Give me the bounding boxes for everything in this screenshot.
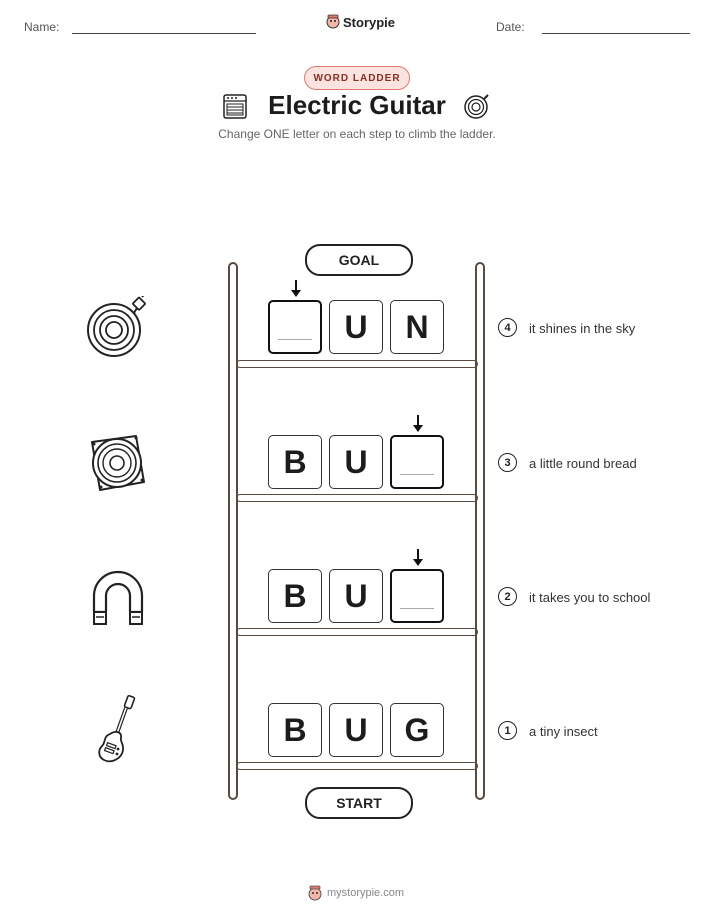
magnet-icon [92,570,144,625]
ladder-rung [236,628,478,636]
ladder-left-rail [228,262,238,800]
guitar-icon [98,694,136,763]
clue-number: 3 [498,453,517,472]
footer-url[interactable]: mystorypie.com [327,887,405,899]
word-ladder-badge: WORD LADDER [304,66,410,90]
speaker-icon [91,435,145,491]
letter-tile: U [329,703,383,757]
goal-label: GOAL [305,244,413,276]
arrow-down-icon [291,280,301,297]
letter-tile: B [268,435,322,489]
storypie-mascot-icon [308,885,322,901]
letter-tile: U [329,300,383,354]
letter-tile: B [268,569,322,623]
brand-logo: Storypie [326,14,395,30]
arrow-down-icon [413,415,423,432]
letter-tile: U [329,435,383,489]
date-label: Date: [496,20,525,34]
cable-icon [464,94,489,119]
clue-text: a tiny insect [529,724,598,739]
arrow-down-icon [413,549,423,566]
letter-tile-blank[interactable] [268,300,322,354]
name-label: Name: [24,20,60,34]
clue-number: 2 [498,587,517,606]
ladder-right-rail [475,262,485,800]
footer: mystorypie.com [307,884,404,902]
letter-tile-blank[interactable] [390,435,444,489]
letter-tile: N [390,300,444,354]
clue-number: 1 [498,721,517,740]
amplifier-icon [223,94,247,119]
clue-text: it takes you to school [529,590,651,605]
cable-icon [87,296,146,357]
storypie-mascot-icon [326,14,340,29]
letter-tile: U [329,569,383,623]
name-line[interactable] [72,33,256,34]
ladder-rung [236,360,478,368]
clue-text: a little round bread [529,456,637,471]
letter-tile: B [268,703,322,757]
ladder-rung [236,494,478,502]
letter-tile: G [390,703,444,757]
date-line[interactable] [542,33,690,34]
clue-text: it shines in the sky [529,321,636,336]
instructions: Change ONE letter on each step to climb … [218,127,496,141]
start-label: START [305,787,413,819]
brand-name: Storypie [343,14,396,30]
page-title: Electric Guitar [268,90,446,120]
ladder-rung [236,762,478,770]
letter-tile-blank[interactable] [390,569,444,623]
clue-number: 4 [498,318,517,337]
